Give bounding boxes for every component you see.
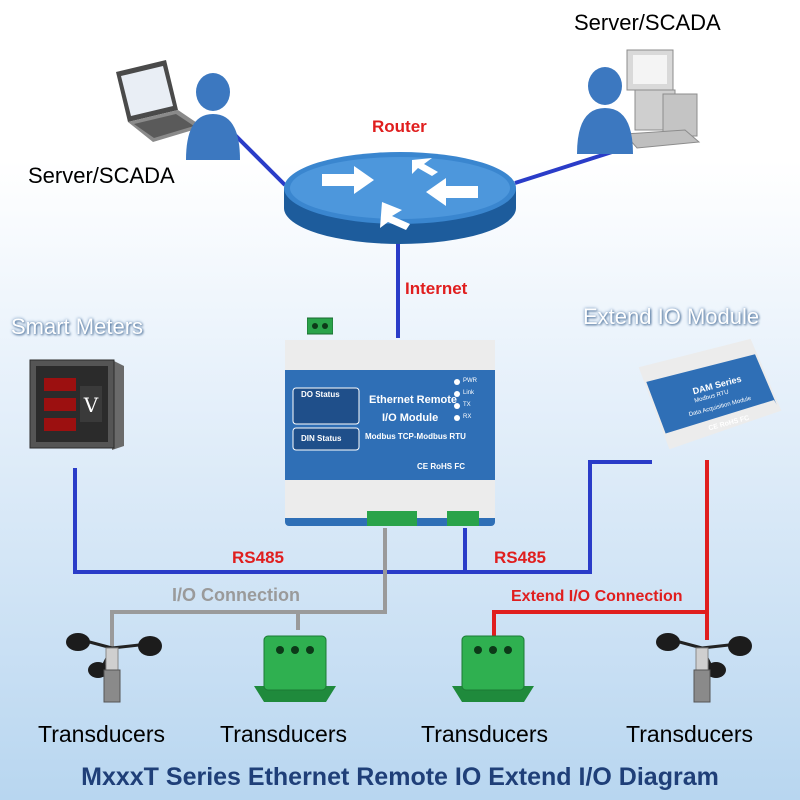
router-icon <box>284 152 516 244</box>
server-right-link <box>514 150 613 185</box>
server-right-label: Server/SCADA <box>574 10 721 35</box>
smart-meter-icon: V <box>29 359 124 450</box>
module-title-line2: I/O Module <box>382 412 439 424</box>
ethernet-remote-io-module: DO Status DIN Status Ethernet Remote I/O… <box>285 338 495 528</box>
io-connection-link <box>110 528 387 648</box>
transducer-icon <box>452 635 534 702</box>
anemometer-icon <box>66 633 162 703</box>
smart-meters-label: Smart Meters <box>11 314 144 339</box>
module-protocol: Modbus TCP-Modbus RTU <box>365 432 466 441</box>
rs485-left-link <box>73 460 652 574</box>
svg-text:V: V <box>83 393 99 417</box>
din-status-label: DIN Status <box>301 434 342 443</box>
do-status-label: DO Status <box>301 390 340 399</box>
transducers-label: Transducers <box>220 721 347 747</box>
indicator-rx: RX <box>463 414 472 420</box>
indicator-pwr: PWR <box>463 378 477 384</box>
module-cert: CE RoHS FC <box>417 462 465 471</box>
transducers-label: Transducers <box>626 721 753 747</box>
internet-label: Internet <box>405 279 468 298</box>
extend-io-link <box>492 460 709 640</box>
transducer-icon <box>254 635 336 702</box>
server-left-label: Server/SCADA <box>28 163 175 188</box>
power-connector-icon <box>307 317 333 335</box>
module-title-line1: Ethernet Remote <box>369 394 458 406</box>
rs485-right-label: RS485 <box>494 548 546 567</box>
anemometer-icon <box>656 633 752 703</box>
transducers-label: Transducers <box>38 721 165 747</box>
laptop-user-icon <box>116 60 240 160</box>
extend-io-connection-label: Extend I/O Connection <box>511 588 683 605</box>
indicator-link: Link <box>463 390 475 396</box>
router-label: Router <box>372 117 427 136</box>
rs485-left-label: RS485 <box>232 548 284 567</box>
desktop-user-icon <box>577 49 701 154</box>
io-connection-label: I/O Connection <box>172 585 300 605</box>
transducers-label: Transducers <box>421 721 548 747</box>
indicator-tx: TX <box>463 402 471 408</box>
extend-io-device: DAM Series Modbus RTU Data Acquisition M… <box>630 338 790 458</box>
diagram-title: MxxxT Series Ethernet Remote IO Extend I… <box>81 763 719 791</box>
extend-io-module-label: Extend IO Module <box>583 304 760 329</box>
